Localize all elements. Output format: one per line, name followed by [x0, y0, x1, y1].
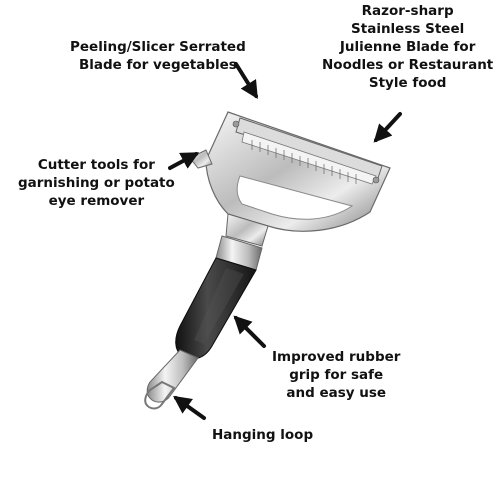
label-rubber-grip: Improved rubber grip for safe and easy u…: [272, 349, 401, 401]
label-julienne-blade: Razor-sharp Stainless Steel Julienne Bla…: [322, 3, 494, 91]
arrow-icon: [234, 62, 258, 100]
arrow-icon: [173, 395, 206, 420]
hanging-loop: [144, 349, 199, 410]
arrow-icon: [233, 315, 266, 348]
rubber-grip: [175, 257, 257, 360]
label-serrated-blade: Peeling/Slicer Serrated Blade for vegeta…: [70, 39, 246, 73]
arrow-icon: [373, 112, 402, 143]
peeler-head: [189, 111, 391, 232]
label-hanging-loop: Hanging loop: [212, 427, 314, 443]
label-cutter-tools: Cutter tools for garnishing or potato ey…: [18, 157, 175, 209]
arrow-icon: [168, 152, 200, 170]
arrows: [168, 62, 402, 420]
julienne-teeth: [251, 140, 357, 184]
peeler-neck: [215, 213, 269, 271]
